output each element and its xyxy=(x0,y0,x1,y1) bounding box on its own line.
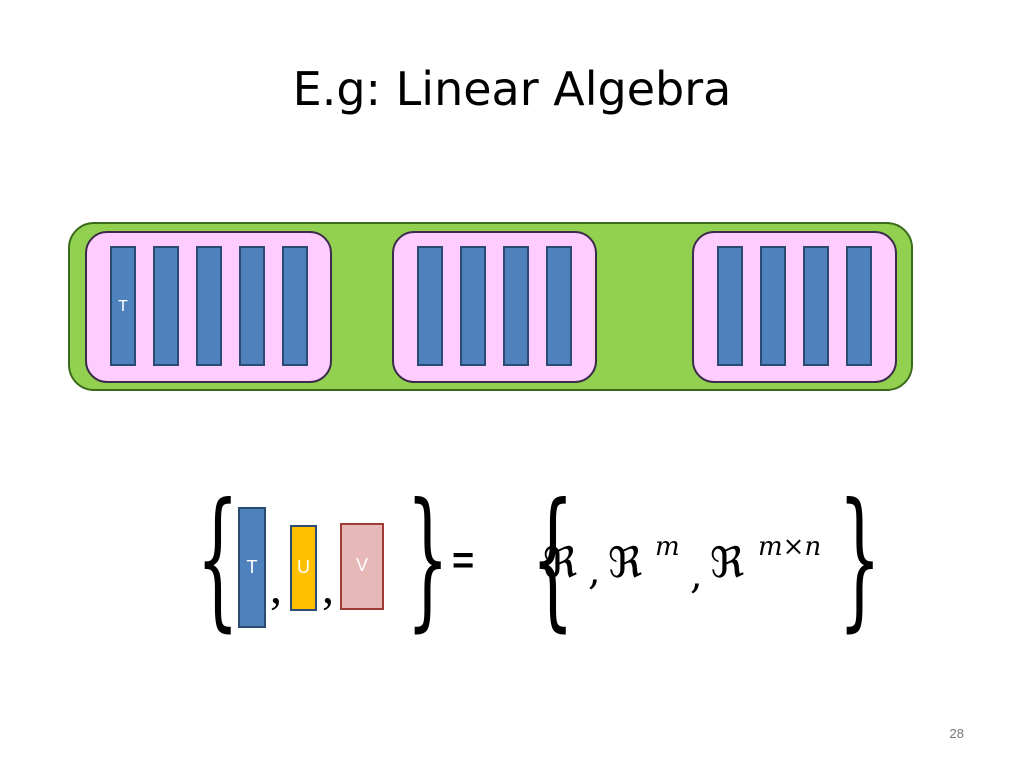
matrix-v: V xyxy=(340,523,384,610)
vector-bar xyxy=(282,246,308,366)
vector-bar xyxy=(503,246,529,366)
vector-bar xyxy=(546,246,572,366)
vector-label-t: T xyxy=(118,298,128,315)
matrix-u: U xyxy=(290,525,317,611)
real-symbol-3: ℜ xyxy=(710,538,745,587)
set-comma-1: , xyxy=(588,548,601,594)
set-comma-2: , xyxy=(690,552,703,598)
right-brace-open: { xyxy=(531,472,575,646)
comma-1: , xyxy=(270,561,282,614)
vector-bar xyxy=(239,246,265,366)
vector-bar xyxy=(196,246,222,366)
equals-sign: = xyxy=(452,540,475,582)
left-brace-close: } xyxy=(406,472,450,646)
right-brace-close: } xyxy=(838,472,882,646)
real-symbol-2: ℜ xyxy=(608,538,643,587)
matrix-t: T xyxy=(238,507,266,628)
vector-bar xyxy=(803,246,829,366)
vector-bar: T xyxy=(110,246,136,366)
vector-bar xyxy=(153,246,179,366)
slide-number: 28 xyxy=(949,726,964,741)
vector-bar xyxy=(846,246,872,366)
vector-bar xyxy=(760,246,786,366)
exponent-mxn: m×n xyxy=(758,532,822,562)
real-symbol-1: ℜ xyxy=(543,538,578,587)
left-brace-open: { xyxy=(196,472,240,646)
vector-bar xyxy=(460,246,486,366)
vector-bar xyxy=(417,246,443,366)
exponent-m: m xyxy=(655,532,680,562)
vector-bar xyxy=(717,246,743,366)
slide-title: E.g: Linear Algebra xyxy=(292,62,732,116)
comma-2: , xyxy=(322,561,334,614)
